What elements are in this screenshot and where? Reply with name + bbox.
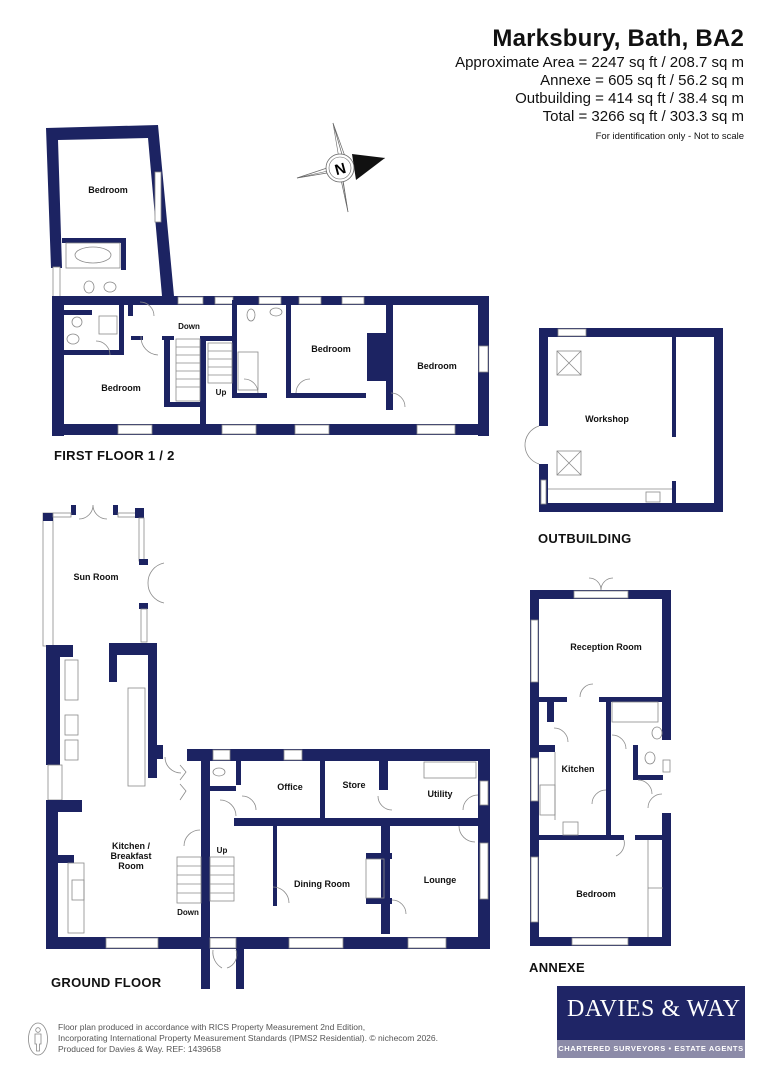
logo-brand: DAVIES & WAY	[567, 996, 741, 1022]
room-label-bedroom-4: Bedroom	[417, 361, 457, 371]
ground-floor-plan	[42, 504, 490, 989]
property-header: Marksbury, Bath, BA2 Approximate Area = …	[455, 24, 744, 146]
davies-way-logo: DAVIES & WAY CHARTERED SURVEYORS • ESTAT…	[557, 986, 745, 1058]
annexe-plan	[530, 577, 671, 946]
scale-note: For identification only - Not to scale	[595, 131, 744, 142]
room-label-kitchen-breakfast: Kitchen / Breakfast Room	[110, 841, 151, 871]
area-outbuilding: Outbuilding = 414 sq ft / 38.4 sq m	[515, 90, 744, 107]
room-label-store: Store	[342, 780, 366, 790]
compass-icon: N	[296, 122, 386, 213]
kitchen-label-line-1: Kitchen /	[111, 841, 150, 851]
room-label-dining-room: Dining Room	[294, 879, 350, 889]
room-label-annexe-bedroom: Bedroom	[576, 889, 616, 899]
area-total: Total = 3266 sq ft / 303.3 sq m	[542, 108, 744, 125]
ground-stair-label-down: Down	[177, 908, 199, 917]
stair-label-down: Down	[178, 322, 200, 331]
room-label-annexe-kitchen: Kitchen	[561, 764, 595, 774]
room-label-lounge: Lounge	[423, 875, 457, 885]
footer-line-1: Floor plan produced in accordance with R…	[58, 1022, 366, 1032]
room-label-bedroom-3: Bedroom	[311, 344, 351, 354]
room-label-workshop: Workshop	[585, 414, 629, 424]
logo-tagline: CHARTERED SURVEYORS • ESTATE AGENTS	[557, 1040, 745, 1058]
first-floor-plan	[46, 125, 489, 436]
area-annexe: Annexe = 605 sq ft / 56.2 sq m	[540, 72, 744, 89]
area-approximate: Approximate Area = 2247 sq ft / 208.7 sq…	[455, 54, 744, 71]
floor-label-annexe: ANNEXE	[529, 960, 585, 975]
room-label-reception-room: Reception Room	[570, 642, 642, 652]
kitchen-label-line-3: Room	[118, 861, 144, 871]
floor-label-outbuilding: OUTBUILDING	[538, 531, 632, 546]
property-title: Marksbury, Bath, BA2	[492, 25, 744, 52]
floor-label-first-floor: FIRST FLOOR 1 / 2	[54, 448, 175, 463]
footer-line-3: Produced for Davies & Way. REF: 1439658	[58, 1044, 221, 1054]
footer-disclaimer: Floor plan produced in accordance with R…	[28, 1022, 438, 1056]
room-label-bedroom-2: Bedroom	[101, 383, 141, 393]
svg-text:N: N	[333, 160, 348, 179]
ground-stair-label-up: Up	[216, 846, 228, 855]
room-label-sun-room: Sun Room	[73, 572, 119, 582]
kitchen-label-line-2: Breakfast	[110, 851, 152, 861]
outbuilding-plan	[524, 328, 723, 512]
person-scale-icon	[28, 1022, 48, 1056]
footer-line-2: Incorporating International Property Mea…	[58, 1033, 438, 1043]
floor-label-ground-floor: GROUND FLOOR	[51, 975, 162, 990]
room-label-utility: Utility	[427, 789, 453, 799]
room-label-office: Office	[277, 782, 303, 792]
room-label-bedroom-1: Bedroom	[88, 185, 128, 195]
stair-label-up: Up	[215, 388, 227, 397]
